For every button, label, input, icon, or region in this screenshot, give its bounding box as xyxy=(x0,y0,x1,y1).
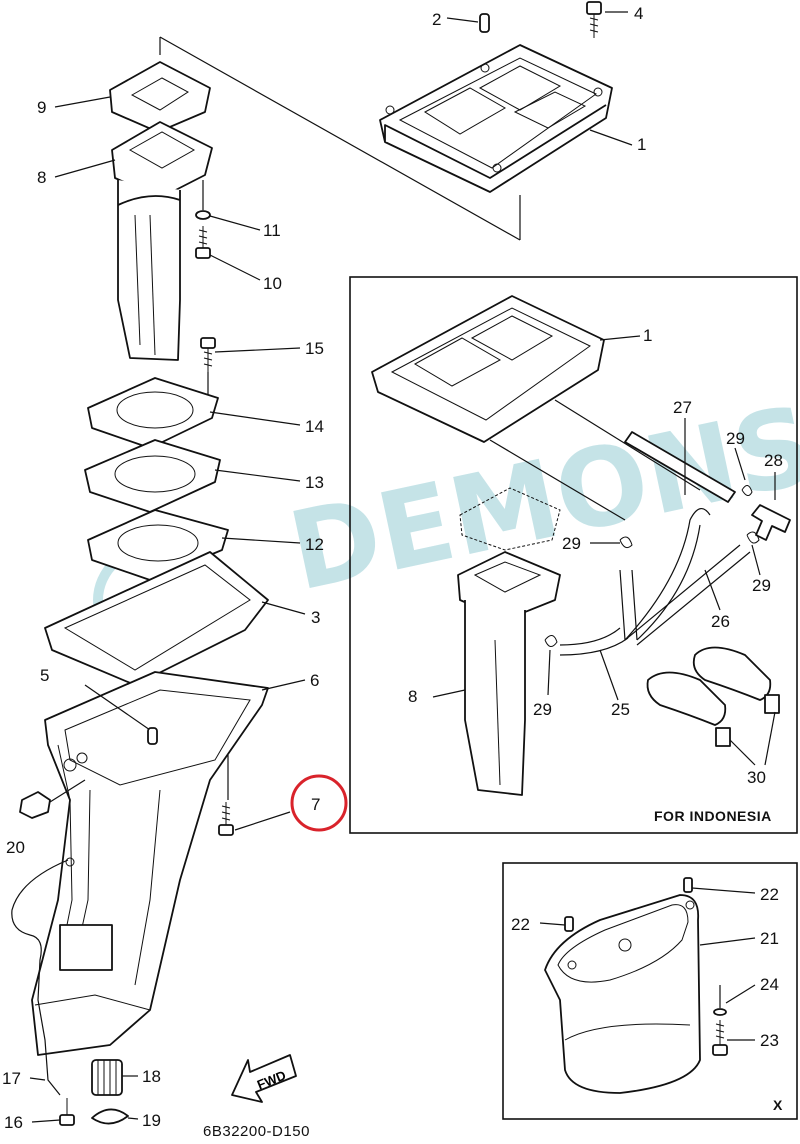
part-2-dowel-pin xyxy=(479,13,490,33)
callout-24: 24 xyxy=(760,975,779,994)
callout-2: 2 xyxy=(432,10,441,29)
callout-19: 19 xyxy=(142,1111,161,1130)
leader-lines xyxy=(29,11,633,1123)
callout-7: 7 xyxy=(311,795,320,814)
callout-23: 23 xyxy=(760,1031,779,1050)
callout-1: 1 xyxy=(637,135,646,154)
callout-27: 27 xyxy=(673,398,692,417)
callout-25: 25 xyxy=(611,700,630,719)
fwd-arrow-icon: FWD xyxy=(231,1054,297,1103)
part-17-ground-lead xyxy=(11,857,75,1096)
callout-15: 15 xyxy=(305,339,324,358)
part-8-exhaust-guide xyxy=(111,121,213,361)
part-15-bolt xyxy=(200,337,216,395)
part-9-gasket xyxy=(109,61,211,133)
callout-12: 12 xyxy=(305,535,324,554)
callout-8-inset: 8 xyxy=(408,687,417,706)
inset-x: X xyxy=(502,862,798,1120)
part-7-bolt xyxy=(218,755,234,836)
part-3-gasket xyxy=(44,551,269,686)
callout-29-d: 29 xyxy=(533,700,552,719)
callout-6: 6 xyxy=(310,671,319,690)
callout-30: 30 xyxy=(747,768,766,787)
callout-18: 18 xyxy=(142,1067,161,1086)
callout-22-left: 22 xyxy=(511,915,530,934)
callout-3: 3 xyxy=(311,608,320,627)
part-6-upper-casing xyxy=(31,671,269,1056)
part-11-washer xyxy=(195,180,211,220)
part-20-grommet xyxy=(19,779,86,819)
callout-22-right: 22 xyxy=(760,885,779,904)
part-10-bolt xyxy=(195,226,211,259)
inset-for-indonesia: FOR INDONESIA xyxy=(349,276,798,834)
callout-10: 10 xyxy=(263,274,282,293)
callout-29-a: 29 xyxy=(726,429,745,448)
part-19-circlip xyxy=(91,1108,129,1125)
callout-28: 28 xyxy=(764,451,783,470)
callout-29-c: 29 xyxy=(752,576,771,595)
callout-8: 8 xyxy=(37,168,46,187)
part-1-bottom-cowling-plate xyxy=(379,44,613,193)
callout-21: 21 xyxy=(760,929,779,948)
part-18-bushing xyxy=(91,1059,123,1096)
callout-29-b: 29 xyxy=(562,534,581,553)
callout-20: 20 xyxy=(6,838,25,857)
inset-x-caption: X xyxy=(773,1097,783,1113)
part-13-gasket xyxy=(84,439,221,513)
part-5-dowel-pin xyxy=(84,684,158,745)
callout-17: 17 xyxy=(2,1069,21,1088)
callout-14: 14 xyxy=(305,417,324,436)
callout-numbers: 2 4 1 9 8 11 10 15 14 13 12 3 5 6 7 20 1… xyxy=(2,4,783,1132)
callout-13: 13 xyxy=(305,473,324,492)
part-4-bolt xyxy=(586,1,602,38)
callout-11: 11 xyxy=(263,221,281,240)
diagram-code: 6B32200-D150 xyxy=(203,1123,310,1139)
part-12-gasket xyxy=(87,509,229,581)
callout-26: 26 xyxy=(711,612,730,631)
callout-9: 9 xyxy=(37,98,46,117)
callout-1-inset: 1 xyxy=(643,326,652,345)
callout-4: 4 xyxy=(634,4,643,23)
callout-5: 5 xyxy=(40,666,49,685)
inset-indonesia-caption: FOR INDONESIA xyxy=(654,808,772,824)
callout-16: 16 xyxy=(4,1113,23,1132)
part-16-screw xyxy=(59,1098,75,1126)
highlight-circle xyxy=(290,774,348,832)
part-14-plate xyxy=(87,377,219,449)
